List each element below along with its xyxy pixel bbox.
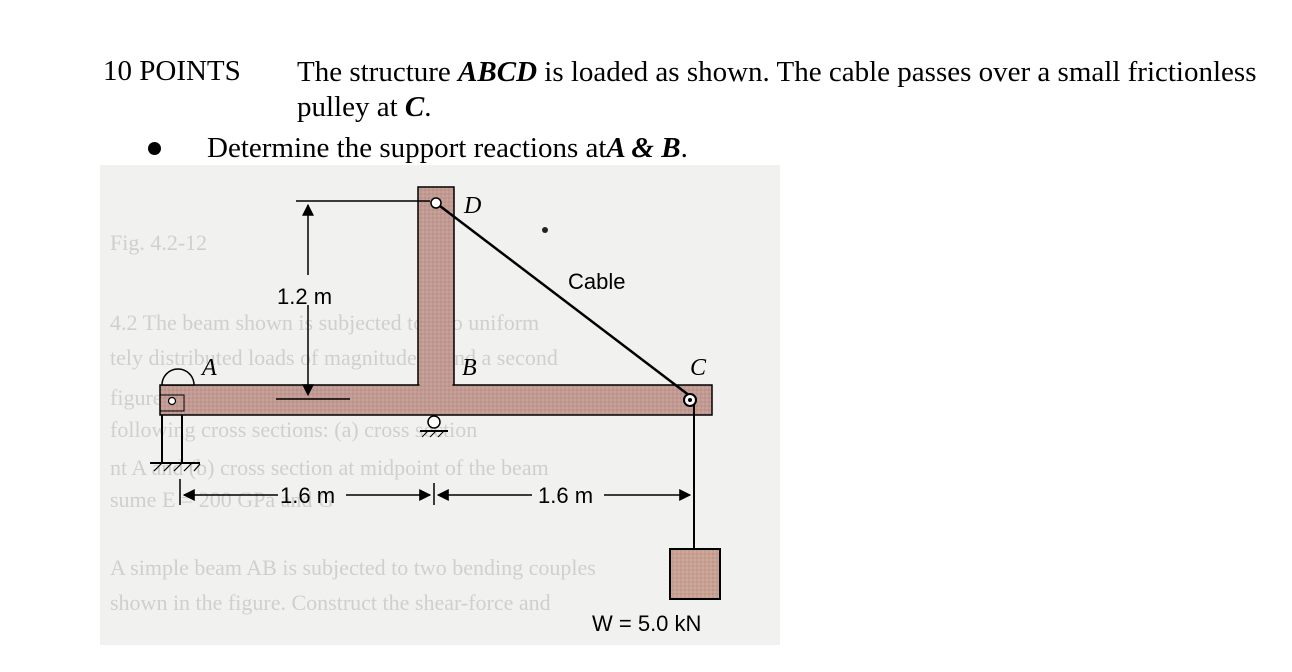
problem-text-1: The structure [297,56,459,88]
pulley-d-icon [430,197,442,209]
ghost-line-1: Fig. 4.2-12 [110,230,207,255]
cable-line [435,202,691,397]
ghost-line-3: tely distributed loads of magnitude q, a… [110,345,558,370]
problem-text-3: . [424,91,432,123]
height-dimension [276,200,430,400]
task-text-2: . [680,132,688,164]
task-text-1: Determine the support reactions at [207,132,607,164]
pin-support-a-icon [150,368,201,472]
vertical-member [417,186,455,414]
bleed-through-text: Fig. 4.2-12 4.2 The beam shown is subjec… [110,230,596,615]
left-span-label: 1.6 m [280,483,335,508]
span-dimensions [179,479,695,505]
ghost-line-7: sume E = 200 GPa and G [110,487,334,512]
pulley-c-hub-icon [688,398,692,402]
beam-joint [419,383,453,387]
task-supports: A & B [606,132,681,164]
problem-statement: The structure ABCD is loaded as shown. T… [297,55,1257,125]
bullet-icon [148,142,161,155]
ghost-line-9: shown in the figure. Construct the shear… [110,590,551,615]
ghost-line-2: 4.2 The beam shown is subjected to two u… [110,310,539,335]
horizontal-beam [159,384,713,416]
weight-label: W = 5.0 kN [592,611,701,636]
problem-structure-name: ABCD [458,56,538,88]
cable-label: Cable [568,269,625,294]
label-c: C [690,355,707,381]
ghost-line-6: nt A and (b) cross section at midpoint o… [110,455,549,480]
problem-text-2: is loaded as shown. The cable passes ove… [297,56,1257,123]
ghost-line-5: following cross sections: (a) cross sect… [110,417,477,442]
label-a: A [200,355,217,381]
structure-diagram: Fig. 4.2-12 4.2 The beam shown is subjec… [100,165,780,645]
weight-block [669,548,721,600]
points-label: 10 POINTS [103,55,241,87]
scan-speck [542,227,548,233]
task-bullet: Determine the support reactions at A & B… [140,132,688,165]
label-b: B [462,355,477,381]
height-dimension-label: 1.2 m [277,284,332,309]
label-d: D [463,193,481,219]
ghost-line-8: A simple beam AB is subjected to two ben… [110,555,596,580]
right-span-label: 1.6 m [538,483,593,508]
roller-support-b-icon [420,415,448,438]
problem-pulley-name: C [404,91,425,123]
